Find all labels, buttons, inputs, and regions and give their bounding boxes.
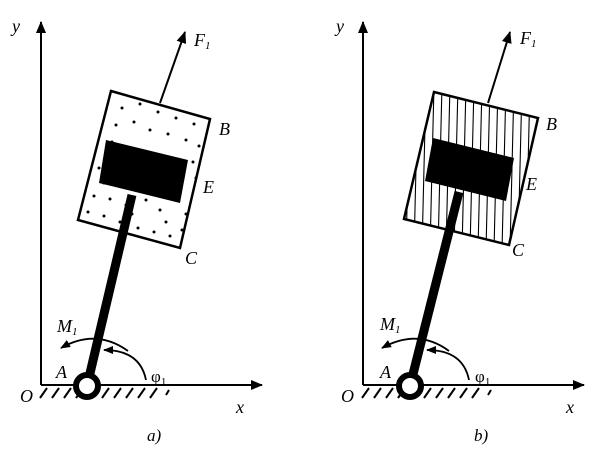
origin-label: O: [20, 386, 33, 406]
ground-hatching: [361, 387, 492, 399]
inner-block: [99, 140, 188, 203]
pivot-label: A: [379, 362, 392, 382]
angle-label: φ1: [475, 367, 490, 388]
point-c-label: C: [185, 248, 198, 268]
angle-arc: [103, 346, 147, 381]
origin-label: O: [341, 386, 354, 406]
force-label: F1: [193, 30, 211, 52]
panel-b: y x O: [334, 16, 585, 445]
y-axis-label: y: [334, 16, 344, 36]
pivot-label: A: [55, 362, 68, 382]
x-axis-label: x: [235, 397, 244, 417]
force-arrow: [159, 31, 187, 104]
body-dots: [86, 102, 201, 238]
angle-label: φ1: [151, 367, 166, 388]
pivot-joint: [396, 372, 424, 400]
panel-a: y x O: [10, 16, 263, 445]
force-arrow: [487, 31, 512, 104]
connecting-rod: [82, 193, 137, 388]
point-e-label: E: [525, 174, 537, 194]
moment-label: M1: [379, 314, 401, 336]
inner-block: [425, 138, 514, 201]
panel-caption: a): [147, 426, 162, 445]
force-label: F1: [519, 28, 537, 50]
point-b-label: B: [219, 119, 230, 139]
point-b-label: B: [546, 114, 557, 134]
y-axis-label: y: [10, 16, 20, 36]
moment-arc: [60, 337, 129, 352]
moment-label: M1: [56, 316, 78, 338]
angle-arc: [426, 346, 470, 381]
point-e-label: E: [202, 177, 214, 197]
point-c-label: C: [512, 240, 525, 260]
panel-caption: b): [474, 426, 489, 445]
ground-hatching: [39, 387, 170, 399]
moment-arc: [381, 337, 450, 352]
x-axis-label: x: [565, 397, 574, 417]
pivot-joint: [73, 372, 101, 400]
connecting-rod: [405, 190, 464, 388]
